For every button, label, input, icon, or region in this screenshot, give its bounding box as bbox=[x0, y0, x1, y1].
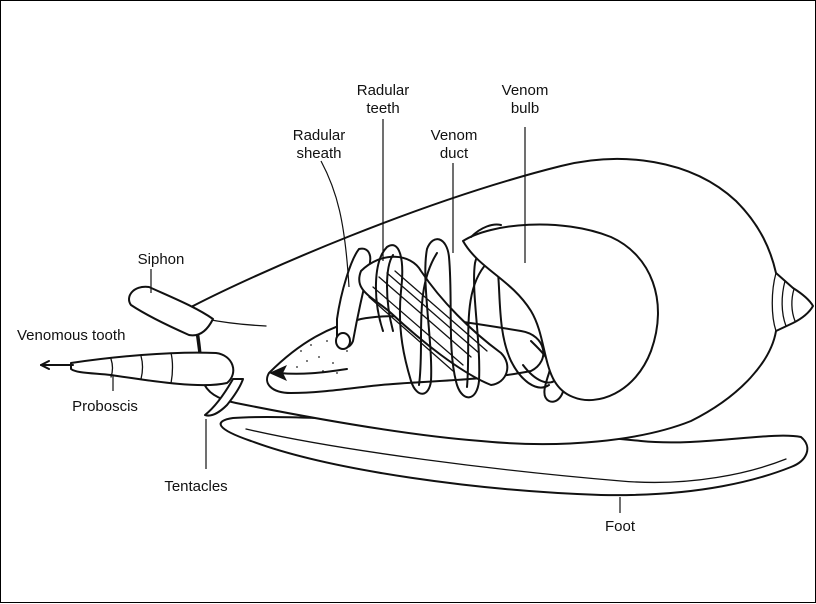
proboscis-shape bbox=[41, 353, 233, 386]
shell bbox=[193, 159, 813, 444]
siphon-shape bbox=[129, 287, 213, 336]
label-venom-duct-line2: duct bbox=[440, 145, 469, 162]
label-radular-teeth-line1: Radular bbox=[357, 82, 410, 99]
label-venom-bulb-line2: bulb bbox=[511, 100, 539, 117]
label-radular-sheath-line2: sheath bbox=[296, 145, 341, 162]
label-tentacles: Tentacles bbox=[164, 478, 227, 495]
label-venomous-tooth: Venomous tooth bbox=[17, 327, 125, 344]
label-radular-sheath-line1: Radular bbox=[293, 127, 346, 144]
label-radular-teeth-line2: teeth bbox=[366, 100, 399, 117]
label-venom-bulb-line1: Venom bbox=[502, 82, 549, 99]
label-venom-duct-line1: Venom bbox=[431, 127, 478, 144]
label-siphon: Siphon bbox=[138, 251, 185, 268]
label-proboscis: Proboscis bbox=[72, 398, 138, 415]
label-foot: Foot bbox=[605, 518, 636, 535]
